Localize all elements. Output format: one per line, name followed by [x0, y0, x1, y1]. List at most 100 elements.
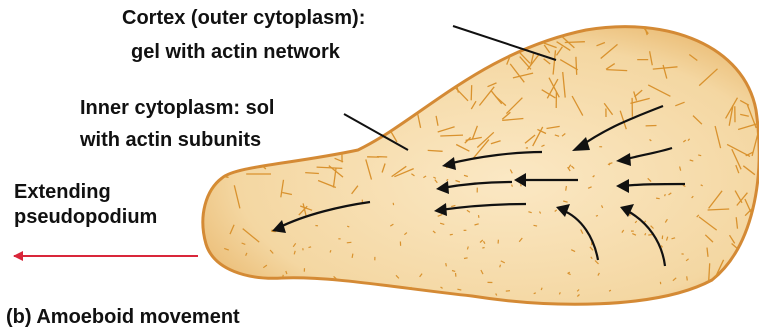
actin-subunit — [512, 185, 513, 187]
actin-filament — [345, 63, 360, 81]
actin-filament — [409, 93, 422, 112]
actin-filament — [283, 62, 284, 75]
actin-filament — [728, 15, 736, 26]
actin-filament — [340, 97, 352, 101]
actin-filament — [396, 90, 407, 96]
cortex-description: gel with actin network — [131, 40, 340, 64]
actin-filament — [263, 70, 285, 75]
actin-filament — [731, 48, 747, 53]
actin-subunit — [352, 254, 353, 258]
actin-subunit — [400, 298, 402, 301]
actin-filament — [200, 76, 209, 77]
actin-filament — [573, 15, 577, 26]
actin-filament — [287, 145, 299, 148]
actin-filament — [286, 33, 311, 35]
actin-filament — [303, 104, 306, 112]
actin-filament — [436, 38, 446, 40]
actin-filament — [221, 122, 235, 123]
actin-filament — [268, 83, 284, 88]
actin-subunit — [541, 288, 542, 290]
actin-filament — [326, 111, 336, 113]
actin-filament — [433, 49, 434, 62]
actin-subunit — [502, 307, 505, 309]
actin-filament — [382, 25, 388, 32]
actin-filament — [415, 74, 430, 77]
actin-filament — [335, 135, 341, 147]
actin-filament — [206, 153, 225, 166]
actin-filament — [521, 26, 536, 36]
actin-filament — [472, 51, 490, 67]
actin-filament — [345, 289, 364, 291]
actin-filament — [428, 150, 443, 151]
inner-cytoplasm-description: with actin subunits — [80, 128, 261, 152]
actin-filament — [290, 301, 302, 312]
actin-filament — [392, 120, 401, 122]
inner-cytoplasm-label: Inner cytoplasm: sol — [80, 96, 275, 120]
actin-filament — [261, 80, 268, 88]
actin-subunit — [457, 300, 458, 305]
actin-filament — [411, 91, 424, 94]
actin-filament — [756, 18, 758, 40]
actin-filament — [447, 64, 461, 83]
actin-subunit — [687, 276, 688, 280]
actin-filament — [471, 85, 472, 100]
actin-filament — [389, 23, 401, 28]
actin-subunit — [566, 186, 567, 191]
actin-filament — [291, 67, 313, 71]
actin-subunit — [253, 299, 254, 304]
actin-filament — [722, 277, 740, 282]
actin-filament — [716, 35, 722, 41]
actin-filament — [368, 31, 385, 43]
actin-filament — [205, 87, 210, 96]
actin-subunit — [330, 250, 331, 252]
actin-subunit — [305, 291, 306, 295]
actin-filament — [741, 71, 751, 72]
actin-subunit — [559, 292, 560, 294]
actin-filament — [508, 21, 514, 33]
actin-filament — [322, 117, 328, 127]
actin-subunit — [347, 242, 352, 243]
actin-subunit — [287, 288, 291, 291]
actin-filament — [331, 290, 339, 299]
actin-filament — [326, 86, 336, 97]
actin-filament — [719, 14, 728, 27]
actin-filament — [305, 173, 319, 174]
actin-subunit — [283, 275, 284, 277]
actin-subunit — [309, 247, 312, 248]
actin-filament — [476, 29, 477, 42]
figure-caption: (b) Amoeboid movement — [6, 305, 240, 329]
actin-filament — [576, 57, 577, 75]
amoeba-cell-body — [203, 27, 759, 305]
actin-filament — [440, 135, 463, 136]
actin-filament — [465, 45, 478, 56]
actin-filament — [741, 304, 754, 306]
actin-subunit — [211, 261, 213, 263]
actin-filament — [260, 74, 273, 77]
actin-filament — [314, 127, 328, 142]
actin-filament — [708, 24, 719, 32]
amoeboid-movement-diagram: Cortex (outer cytoplasm): gel with actin… — [0, 0, 759, 322]
actin-filament — [348, 294, 352, 301]
actin-subunit — [464, 258, 468, 259]
actin-filament — [325, 287, 329, 301]
actin-subunit — [446, 263, 447, 266]
actin-filament — [363, 76, 367, 83]
cortex-label: Cortex (outer cytoplasm): — [122, 6, 365, 30]
actin-filament — [382, 45, 399, 56]
actin-subunit — [468, 304, 472, 306]
actin-filament — [733, 42, 755, 47]
actin-filament — [431, 45, 439, 62]
actin-subunit — [450, 234, 453, 235]
actin-filament — [211, 74, 234, 77]
extending-label: Extending — [14, 180, 111, 204]
actin-filament — [295, 99, 320, 102]
actin-subunit — [347, 226, 349, 227]
actin-filament — [565, 42, 585, 43]
actin-filament — [563, 20, 570, 25]
actin-subunit — [645, 233, 646, 235]
actin-filament — [407, 40, 420, 52]
actin-subunit — [596, 215, 598, 216]
actin-filament — [346, 294, 360, 302]
actin-filament — [753, 283, 758, 300]
pseudopodium-label: pseudopodium — [14, 205, 157, 229]
